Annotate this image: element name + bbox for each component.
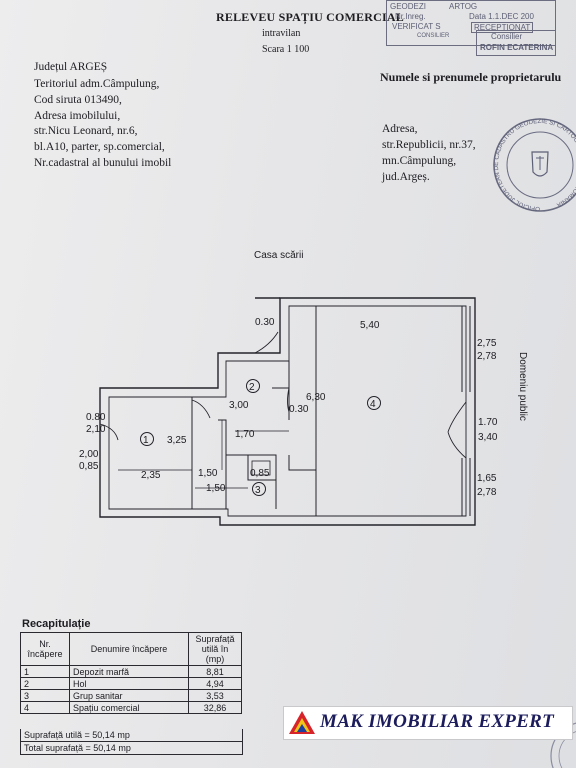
document-title: RELEVEU SPAȚIU COMERCIAL — [216, 10, 404, 24]
owner-line: jud.Argeș. — [382, 171, 430, 183]
column-header: Denumire încăpere — [69, 632, 189, 666]
table-cell: 3,53 — [188, 689, 242, 702]
dimension-label: 0.80 — [86, 412, 106, 423]
dimension-label: 2,10 — [86, 424, 106, 435]
public-domain-label: Domeniu public — [517, 352, 528, 421]
floor-plan: 1 2 3 4 0.30 5,40 2,75 2,78 6,30 3,00 0.… — [79, 297, 528, 526]
dimension-label: 3,25 — [167, 435, 187, 446]
dimension-label: 3,00 — [229, 400, 249, 411]
stamp-line: CONSILIER — [417, 33, 450, 39]
stamp-line: ROFIN ECATERINA — [480, 43, 554, 52]
door-swing — [254, 331, 279, 354]
table-cell: 8,81 — [188, 665, 242, 678]
door-swing — [447, 401, 467, 459]
document-scale: Scara 1 100 — [262, 44, 310, 55]
window — [461, 306, 471, 392]
outer-wall — [99, 297, 476, 526]
inner-wall-line — [108, 305, 467, 517]
door-swing — [99, 423, 119, 441]
dimension-label: 1,50 — [206, 483, 226, 494]
dimension-label: 0,85 — [250, 468, 270, 479]
table-cell: Depozit marfă — [69, 665, 189, 678]
dimension-label: 1,50 — [198, 468, 218, 479]
cadastre-seal-icon: OFICIUL JUDETEAN DE CADASTRU GEODEZIE SI… — [493, 118, 576, 212]
logo-text: MAK IMOBILIAR EXPERT — [320, 711, 555, 732]
stamp-line: GEODEZI — [390, 2, 427, 11]
dimension-label: 0,85 — [79, 461, 99, 472]
table-header-row: Nr. încăpere Denumire încăpere Suprafață… — [20, 632, 242, 666]
property-line: Adresa imobilului, — [34, 110, 121, 122]
stair-label: Casa scării — [254, 250, 304, 261]
owner-line: mn.Câmpulung, — [382, 155, 457, 167]
table-row: 3 Grup sanitar 3,53 — [20, 689, 242, 702]
property-line: Cod siruta 013490, — [34, 94, 122, 106]
table-cell: 3 — [20, 689, 70, 702]
dimension-label: 1,65 — [477, 473, 497, 484]
room-number: 3 — [255, 485, 261, 496]
table-cell: 4 — [20, 701, 70, 714]
partition — [226, 454, 277, 509]
total-useful-area: Suprafață utilă = 50,14 mp — [20, 729, 243, 742]
stamp-line: Nr.Inreg. — [395, 12, 426, 21]
room-number: 1 — [143, 435, 149, 446]
property-line: bl.A10, parter, sp.comercial, — [34, 141, 165, 153]
owner-line: str.Republicii, nr.37, — [382, 139, 476, 151]
recap-table: Nr. încăpere Denumire încăpere Suprafață… — [20, 632, 242, 714]
total-area: Total suprafață = 50,14 mp — [20, 742, 243, 755]
stamp-line: VERIFICAT S — [392, 22, 441, 31]
dimension-label: 6,30 — [306, 392, 326, 403]
window — [461, 458, 471, 516]
partition — [218, 419, 227, 509]
bottom-seal-icon — [550, 722, 576, 768]
door-swing — [191, 399, 211, 419]
dimension-label: 2,35 — [141, 470, 161, 481]
table-cell: 1 — [20, 665, 70, 678]
table-cell: 4,94 — [188, 677, 242, 690]
consilier-stamp: Consilier ROFIN ECATERINA — [476, 30, 556, 56]
document-subtitle: intravilan — [262, 28, 301, 39]
agency-logo[interactable]: MAK IMOBILIAR EXPERT — [283, 706, 573, 740]
property-line: Nr.cadastral al bunului imobil — [34, 157, 172, 169]
partition — [288, 361, 316, 471]
stamp-line: RECEPTIONAT — [471, 22, 534, 33]
property-line: Județul ARGEȘ — [34, 61, 108, 73]
recap-title: Recapitulație — [22, 618, 91, 630]
table-cell: Grup sanitar — [69, 689, 189, 702]
property-line: Teritoriul adm.Câmpulung, — [34, 78, 160, 90]
dimension-label: 0.30 — [255, 317, 275, 328]
dimension-label: 1.70 — [478, 417, 498, 428]
dimension-label: 2,75 — [477, 338, 497, 349]
stamp-line: ARTOG — [449, 2, 478, 11]
room-number: 2 — [249, 382, 255, 393]
table-row: 4 Spațiu comercial 32,86 — [20, 701, 242, 714]
owner-heading: Numele si prenumele proprietarulu — [380, 70, 562, 84]
table-row: 1 Depozit marfă 8,81 — [20, 665, 242, 678]
dimension-label: 2,00 — [79, 449, 99, 460]
dimension-label: 3,40 — [478, 432, 498, 443]
dimension-label: 2,78 — [477, 487, 497, 498]
dimension-label: 1,70 — [235, 429, 255, 440]
table-row: 2 Hol 4,94 — [20, 677, 242, 690]
dimension-label: 2,78 — [477, 351, 497, 362]
column-header: Suprafață utilă în (mp) — [188, 632, 242, 666]
stamp-line: Consilier — [491, 32, 523, 41]
wc-fixture — [251, 460, 271, 476]
dimension-label: 5,40 — [360, 320, 380, 331]
table-cell: 2 — [20, 677, 70, 690]
partition — [247, 455, 276, 481]
table-cell: Spațiu comercial — [69, 701, 189, 714]
stamp-line: Data 1.1.DEC 200 — [469, 12, 534, 21]
table-cell: Hol — [69, 677, 189, 690]
dimension-label: 0.30 — [289, 404, 309, 415]
door-swing — [272, 387, 290, 413]
property-line: str.Nicu Leonard, nr.6, — [34, 125, 138, 137]
owner-line: Adresa, — [382, 123, 418, 135]
table-cell: 32,86 — [188, 701, 242, 714]
column-header: Nr. încăpere — [20, 632, 70, 666]
logo-triangle-icon — [289, 711, 315, 734]
registration-stamp: GEODEZI ARTOG Nr.Inreg. Data 1.1.DEC 200… — [386, 0, 556, 46]
room-number: 4 — [370, 399, 376, 410]
